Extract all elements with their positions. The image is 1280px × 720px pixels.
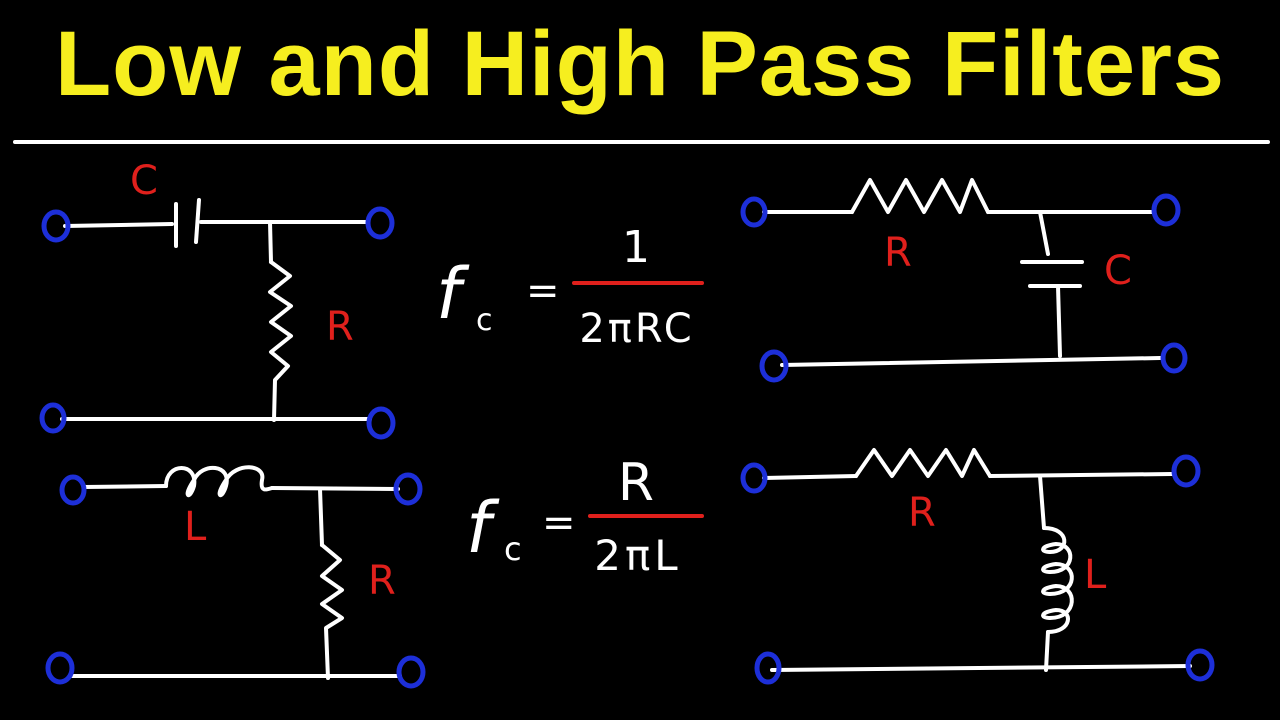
wire — [1038, 474, 1046, 530]
inductor-label: L — [1084, 552, 1107, 598]
wire — [318, 487, 324, 547]
inductor-symbol — [164, 465, 274, 497]
rl-cutoff-formula: f c = R 2πL — [466, 453, 704, 580]
terminal — [45, 651, 75, 685]
terminal — [59, 474, 87, 506]
capacitor-label: C — [1104, 248, 1132, 294]
formula-subscript: c — [504, 530, 522, 568]
formula-denominator: 2πRC — [579, 306, 694, 352]
formula-lhs: f — [436, 253, 470, 335]
terminal — [39, 402, 67, 434]
terminal — [740, 462, 768, 494]
terminal — [393, 472, 423, 506]
rl-low-pass-circuit: R L — [740, 448, 1215, 685]
terminal — [754, 651, 782, 685]
terminal — [1160, 342, 1188, 374]
inductor-label: L — [184, 504, 207, 550]
terminal — [366, 406, 396, 440]
wire — [63, 222, 174, 228]
capacitor-label: C — [130, 158, 158, 204]
terminal — [1151, 193, 1181, 227]
resistor-symbol — [854, 448, 992, 478]
inductor-symbol — [1041, 526, 1074, 634]
formula-numerator: 1 — [622, 222, 650, 273]
resistor-symbol — [850, 178, 990, 214]
resistor-label: R — [884, 230, 912, 276]
resistor-label: R — [326, 304, 354, 350]
wire — [1044, 630, 1050, 672]
formula-numerator: R — [618, 453, 654, 513]
terminal — [41, 209, 71, 243]
formula-subscript: c — [476, 303, 493, 338]
wire — [762, 474, 858, 480]
resistor-label: R — [908, 490, 936, 536]
formula-equals: = — [542, 500, 576, 546]
wire — [770, 664, 1192, 672]
resistor-label: R — [368, 558, 396, 604]
terminal — [759, 349, 789, 383]
resistor-symbol — [320, 543, 344, 680]
wire — [1056, 284, 1062, 358]
wire — [268, 220, 273, 264]
terminal — [1171, 454, 1201, 488]
wire — [270, 486, 400, 491]
rc-high-pass-circuit: C R — [39, 158, 396, 440]
wire — [1038, 210, 1050, 256]
rc-low-pass-circuit: R C — [740, 178, 1188, 383]
terminal — [740, 196, 768, 228]
capacitor-symbol — [174, 198, 201, 248]
wire — [780, 356, 1162, 367]
formula-lhs: f — [466, 487, 500, 569]
resistor-symbol — [268, 260, 293, 422]
wire — [82, 484, 168, 489]
terminal — [365, 206, 395, 240]
capacitor-symbol — [1020, 260, 1084, 288]
formula-denominator: 2πL — [594, 531, 681, 580]
terminal — [1185, 648, 1215, 682]
lr-high-pass-circuit: L R — [45, 465, 426, 689]
page-title: Low and High Pass Filters — [54, 13, 1226, 115]
formula-equals: = — [526, 268, 560, 314]
wire — [988, 472, 1174, 478]
terminal — [396, 655, 426, 689]
rc-cutoff-formula: f c = 1 2πRC — [436, 222, 704, 352]
